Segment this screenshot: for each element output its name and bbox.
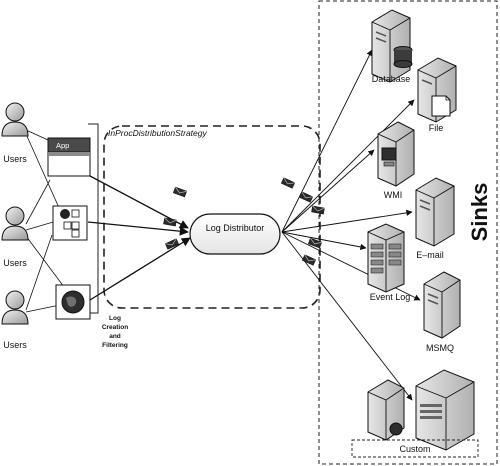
user-icon-3 (1, 290, 29, 325)
sink-email-label: E–mail (416, 250, 444, 260)
log-creation-line-1: Log (109, 315, 121, 322)
app-label: App (56, 141, 69, 150)
web-app-window (55, 284, 91, 320)
custom-server-small-icon (367, 379, 405, 441)
user-links (25, 129, 71, 313)
sinks-container (318, 0, 498, 465)
msmq-server-icon (423, 271, 461, 339)
client-bracket (88, 123, 99, 314)
desktop-app-window (52, 205, 88, 241)
custom-server-large-icon (415, 369, 475, 451)
eventlog-server-icon (367, 223, 405, 293)
users-label-2: Users (3, 258, 27, 268)
log-distributor-label: Log Distributor (206, 223, 265, 233)
user-icon-2 (1, 206, 29, 241)
email-server-icon (415, 177, 455, 247)
log-creation-line-4: Filtering (102, 342, 128, 349)
strategy-label: InProcDistributionStrategy (108, 128, 207, 138)
sink-msmq-label: MSMQ (426, 343, 454, 353)
sink-file-label: File (429, 123, 444, 133)
wmi-server-icon (377, 121, 415, 187)
custom-box (351, 439, 479, 458)
sink-wmi-label: WMI (384, 190, 403, 200)
sink-database-label: Database (372, 74, 411, 84)
sink-arrows (281, 49, 421, 401)
globe-icon (389, 422, 403, 436)
file-server-icon (417, 57, 457, 123)
sink-eventlog-label: Event Log (370, 292, 411, 302)
app-window: App (47, 137, 91, 177)
database-server-icon (371, 9, 413, 83)
log-creation-label: Log Creation and Filtering (102, 315, 128, 349)
log-creation-line-2: Creation (102, 324, 128, 331)
document-icon (431, 95, 451, 117)
user-icon-1 (1, 102, 29, 137)
log-distributor (189, 213, 281, 255)
users-label-1: Users (3, 154, 27, 164)
strategy-container (103, 125, 321, 309)
log-creation-line-3: and (109, 333, 121, 340)
sink-custom-label: Custom (399, 444, 430, 454)
users-label-3: Users (3, 340, 27, 350)
monitor-icon (381, 147, 397, 161)
sinks-title: Sinks (467, 183, 492, 242)
